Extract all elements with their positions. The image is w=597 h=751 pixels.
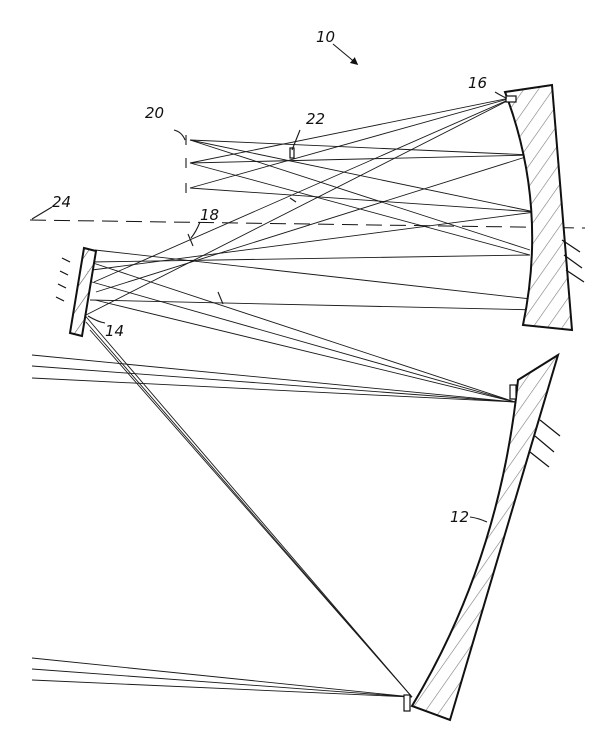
label-tertiary-mirror: 16 xyxy=(468,74,487,92)
incoming-ray-bundle-lower xyxy=(31,657,413,698)
primary-mirror xyxy=(403,352,561,722)
label-optical-axis: 24 xyxy=(52,193,71,211)
label-stop-22: 22 xyxy=(306,110,325,128)
label-secondary-mirror: 14 xyxy=(105,322,124,340)
secondary-to-tertiary-rays xyxy=(85,96,541,316)
tertiary-mirror xyxy=(503,83,585,332)
primary-to-secondary-rays xyxy=(81,261,516,698)
label-system: 10 xyxy=(316,28,335,46)
reference-leaders xyxy=(31,43,508,523)
tertiary-to-focal-rays xyxy=(189,96,536,256)
stop-22 xyxy=(289,147,297,203)
label-primary-mirror: 12 xyxy=(450,508,469,526)
optical-axis-line xyxy=(29,219,586,229)
label-focal-plane: 20 xyxy=(145,104,164,122)
label-stop-18: 18 xyxy=(200,206,219,224)
stop-18 xyxy=(187,233,224,305)
incoming-ray-bundle-upper xyxy=(31,354,516,403)
secondary-mirror xyxy=(55,246,98,338)
